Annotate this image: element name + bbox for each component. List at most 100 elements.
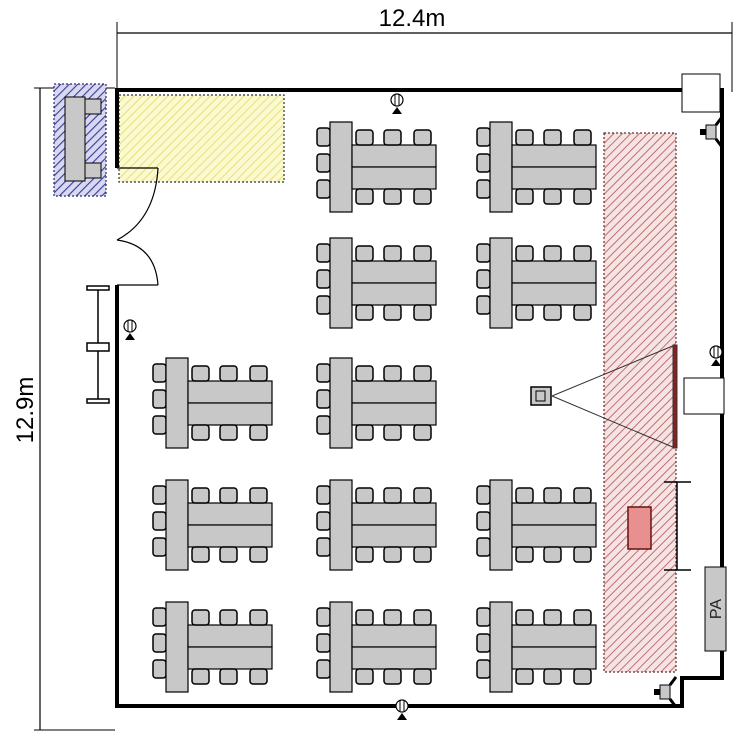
- chair: [573, 609, 592, 626]
- chair: [191, 609, 210, 626]
- chair: [413, 245, 432, 262]
- table: [187, 624, 273, 648]
- chair: [152, 511, 167, 531]
- speaker-icon: [700, 116, 724, 148]
- chair: [413, 129, 432, 146]
- table: [351, 624, 437, 648]
- whiteboard: [664, 481, 691, 571]
- chair: [476, 511, 491, 531]
- chair: [249, 365, 268, 382]
- chair: [316, 363, 331, 383]
- chair: [413, 365, 432, 382]
- table: [351, 646, 437, 670]
- table-group: [316, 121, 437, 213]
- chair: [476, 537, 491, 557]
- chair: [573, 546, 592, 563]
- projection-screen: [672, 344, 678, 449]
- table: [187, 402, 273, 426]
- microphone-icon: [390, 93, 404, 114]
- chair: [316, 179, 331, 199]
- chair: [476, 179, 491, 199]
- microphone-head: [390, 93, 404, 107]
- table: [165, 601, 189, 693]
- table-group: [476, 601, 597, 693]
- chair: [573, 245, 592, 262]
- chair: [355, 487, 374, 504]
- table: [511, 524, 597, 548]
- column-box: [681, 73, 721, 113]
- chair: [355, 245, 374, 262]
- microphone-stand: [711, 359, 721, 366]
- table: [329, 121, 353, 213]
- chair: [573, 188, 592, 205]
- chair: [515, 668, 534, 685]
- chair: [573, 304, 592, 321]
- seating-layout: [152, 121, 597, 693]
- table: [511, 260, 597, 284]
- chair: [476, 633, 491, 653]
- chair: [249, 609, 268, 626]
- stage-area: [603, 132, 677, 673]
- table: [187, 380, 273, 404]
- chair: [191, 424, 210, 441]
- chair: [476, 607, 491, 627]
- chair: [316, 511, 331, 531]
- chair: [316, 415, 331, 435]
- chair: [383, 188, 402, 205]
- table: [351, 502, 437, 526]
- chair: [383, 129, 402, 146]
- chair: [316, 659, 331, 679]
- chair: [515, 487, 534, 504]
- chair: [476, 243, 491, 263]
- chair: [152, 607, 167, 627]
- projector: [530, 344, 676, 449]
- chair: [383, 546, 402, 563]
- chair: [543, 188, 562, 205]
- microphone-stand: [125, 333, 135, 340]
- chair: [316, 633, 331, 653]
- table: [351, 282, 437, 306]
- chair: [515, 129, 534, 146]
- chair: [316, 607, 331, 627]
- table: [351, 260, 437, 284]
- lectern: [627, 506, 652, 550]
- table-group: [476, 121, 597, 213]
- table-group: [476, 479, 597, 571]
- door[interactable]: [116, 167, 159, 286]
- table: [511, 166, 597, 190]
- storage-area: [118, 94, 285, 183]
- chair: [152, 659, 167, 679]
- chair: [543, 304, 562, 321]
- table-group: [152, 357, 273, 449]
- chair: [191, 487, 210, 504]
- chair: [316, 269, 331, 289]
- chair: [413, 304, 432, 321]
- chair: [219, 424, 238, 441]
- chair: [476, 485, 491, 505]
- width-label: 12.4m: [379, 5, 446, 32]
- chair: [316, 485, 331, 505]
- chair: [355, 188, 374, 205]
- chair: [413, 487, 432, 504]
- chair: [316, 243, 331, 263]
- table-group: [316, 479, 437, 571]
- table: [329, 357, 353, 449]
- table: [351, 402, 437, 426]
- pa-system: PA: [704, 566, 727, 652]
- chair: [355, 609, 374, 626]
- microphone-icon: [395, 699, 409, 720]
- width-dimension: 12.4m: [116, 5, 733, 92]
- table: [489, 121, 513, 213]
- chair: [355, 129, 374, 146]
- chair: [413, 188, 432, 205]
- chair: [476, 659, 491, 679]
- chair: [152, 537, 167, 557]
- table-group: [476, 237, 597, 329]
- window: [86, 285, 110, 404]
- chair: [515, 188, 534, 205]
- table: [329, 479, 353, 571]
- walls: [115, 88, 724, 708]
- chair: [219, 668, 238, 685]
- table: [165, 357, 189, 449]
